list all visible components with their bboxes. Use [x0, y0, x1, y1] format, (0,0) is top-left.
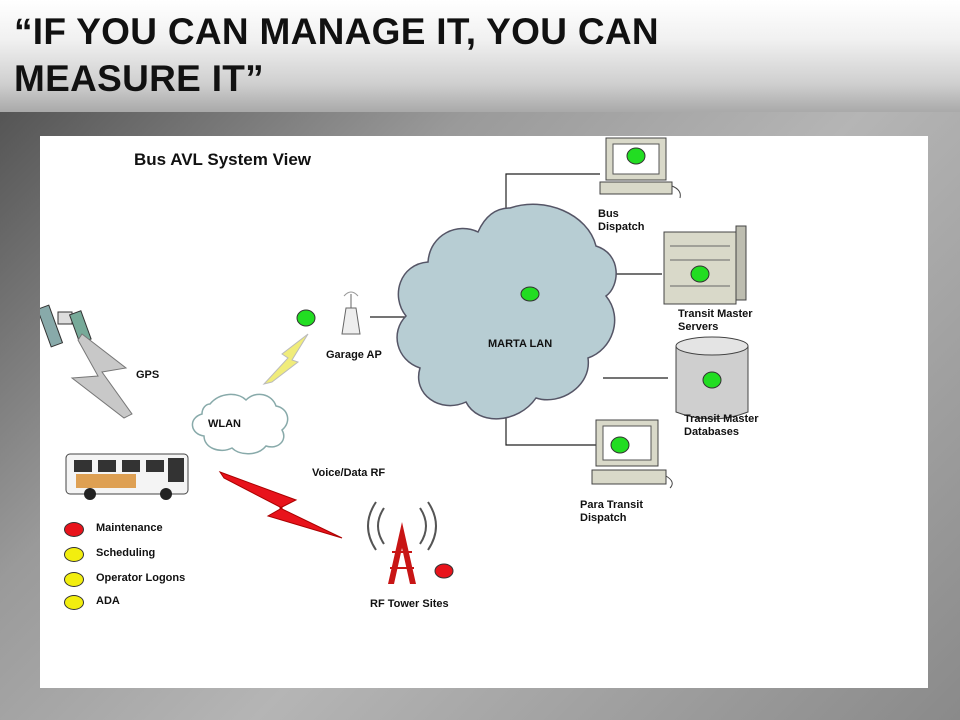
marta-lan-label: MARTA LAN: [488, 338, 553, 350]
bus-dispatch-label-line-1: Bus: [598, 208, 619, 220]
status-dot-servers: [690, 265, 710, 283]
status-dot-rf-tower: [434, 563, 454, 579]
servers-label-line-2: Servers: [678, 321, 719, 333]
servers-icon: [663, 225, 747, 305]
databases-label-line-2: Databases: [684, 426, 740, 438]
rf-tower-icon: [367, 501, 437, 584]
status-dot-garage-ap: [296, 309, 316, 327]
legend-dot-red-icon: [64, 522, 84, 537]
status-dot-databases: [702, 371, 722, 389]
rf-tower-label: RF Tower Sites: [370, 598, 449, 610]
legend-dot-yellow-icon: [64, 572, 84, 587]
legend-dot-yellow-icon: [64, 595, 84, 610]
status-dot-marta-lan: [520, 286, 540, 302]
gps-label: GPS: [136, 369, 160, 381]
para-transit-label: Para Transit Dispatch: [580, 499, 643, 525]
legend-label: Operator Logons: [96, 572, 186, 584]
para-transit-computer-icon: [591, 419, 673, 489]
satellite-icon: [40, 304, 92, 348]
servers-label-line-1: Transit Master: [678, 308, 753, 320]
avl-diagram: Bus AVL System View GPS WLAN Garage AP V…: [40, 136, 928, 688]
slide-title-line-2: MEASURE IT”: [14, 58, 264, 99]
gps-bolt-icon: [70, 333, 133, 419]
bus-dispatch-label-line-2: Dispatch: [598, 221, 645, 233]
wlan-label: WLAN: [208, 418, 241, 430]
slide-header: “IF YOU CAN MANAGE IT, YOU CAN MEASURE I…: [0, 0, 960, 112]
servers-label: Transit Master Servers: [678, 308, 753, 334]
garage-bolt-icon: [262, 333, 309, 385]
databases-label-line-1: Transit Master: [684, 413, 759, 425]
slide-title: “IF YOU CAN MANAGE IT, YOU CAN MEASURE I…: [14, 8, 914, 102]
legend-dot-yellow-icon: [64, 547, 84, 562]
para-transit-label-line-2: Dispatch: [580, 512, 627, 524]
databases-label: Transit Master Databases: [684, 413, 759, 439]
status-dots: [296, 147, 722, 579]
wlan-cloud: [191, 393, 289, 455]
legend-label: Scheduling: [96, 547, 156, 559]
bus-dispatch-computer-icon: [599, 137, 681, 199]
bus-dispatch-label: Bus Dispatch: [598, 208, 644, 234]
slide-title-line-1: “IF YOU CAN MANAGE IT, YOU CAN: [14, 11, 659, 52]
marta-lan-cloud: [396, 203, 617, 420]
rf-bolt-icon: [218, 471, 343, 539]
status-dot-para-transit: [610, 436, 630, 454]
garage-ap-label: Garage AP: [326, 349, 382, 361]
legend-label: ADA: [96, 595, 120, 607]
para-transit-label-line-1: Para Transit: [580, 499, 643, 511]
bus-icon: [65, 453, 189, 500]
legend-label: Maintenance: [96, 522, 163, 534]
diagram-title: Bus AVL System View: [134, 150, 311, 169]
status-dot-bus-dispatch: [626, 147, 646, 165]
garage-ap-icon: [341, 291, 361, 335]
diagram-graphics: [40, 137, 749, 584]
voice-data-rf-label: Voice/Data RF: [312, 467, 386, 479]
